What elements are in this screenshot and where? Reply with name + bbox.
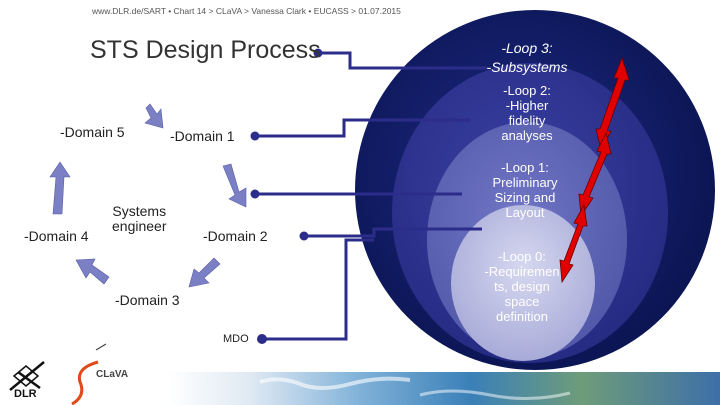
domain-3-label: -Domain 3 <box>115 292 180 308</box>
domain-2-label: -Domain 2 <box>203 228 268 244</box>
domain-4-label: -Domain 4 <box>24 228 89 244</box>
dot-mdo <box>257 334 267 344</box>
dot-domain2 <box>300 232 309 241</box>
loop3-label: -Loop 3: -Subsystems <box>472 39 582 77</box>
systems-engineer-label: Systems engineer <box>112 204 167 234</box>
dlr-logo-symbol <box>10 362 44 390</box>
cycle-arrow-4-to-5 <box>50 162 70 214</box>
cycle-arrow-2-to-3 <box>189 258 220 287</box>
clava-logo-text: CLaVA <box>96 369 128 380</box>
slide-title: STS Design Process <box>90 36 321 65</box>
cycle-arrow-3-to-4 <box>76 259 109 284</box>
cycle-arrow-5-to-1 <box>145 104 163 128</box>
cycle-arrow-1-to-2 <box>223 164 246 207</box>
domain-1-label: -Domain 1 <box>170 128 235 144</box>
loop0-label: -Loop 0: -Requiremen ts, design space de… <box>467 249 577 324</box>
earth-banner <box>168 372 720 405</box>
dlr-logo-text: DLR <box>14 388 37 400</box>
domain-5-label: -Domain 5 <box>60 124 125 140</box>
connector-dots <box>251 49 323 345</box>
connector-mdo-to-loop0 <box>262 240 374 339</box>
dot-cycle <box>251 190 260 199</box>
loop1-label: -Loop 1: Preliminary Sizing and Layout <box>470 160 580 220</box>
dot-domain1 <box>251 132 260 141</box>
slide-header: www.DLR.de/SART • Chart 14 > CLaVA > Van… <box>92 6 401 16</box>
mdo-label: MDO <box>223 333 249 345</box>
loop2-label: -Loop 2: -Higher fidelity analyses <box>472 83 582 143</box>
